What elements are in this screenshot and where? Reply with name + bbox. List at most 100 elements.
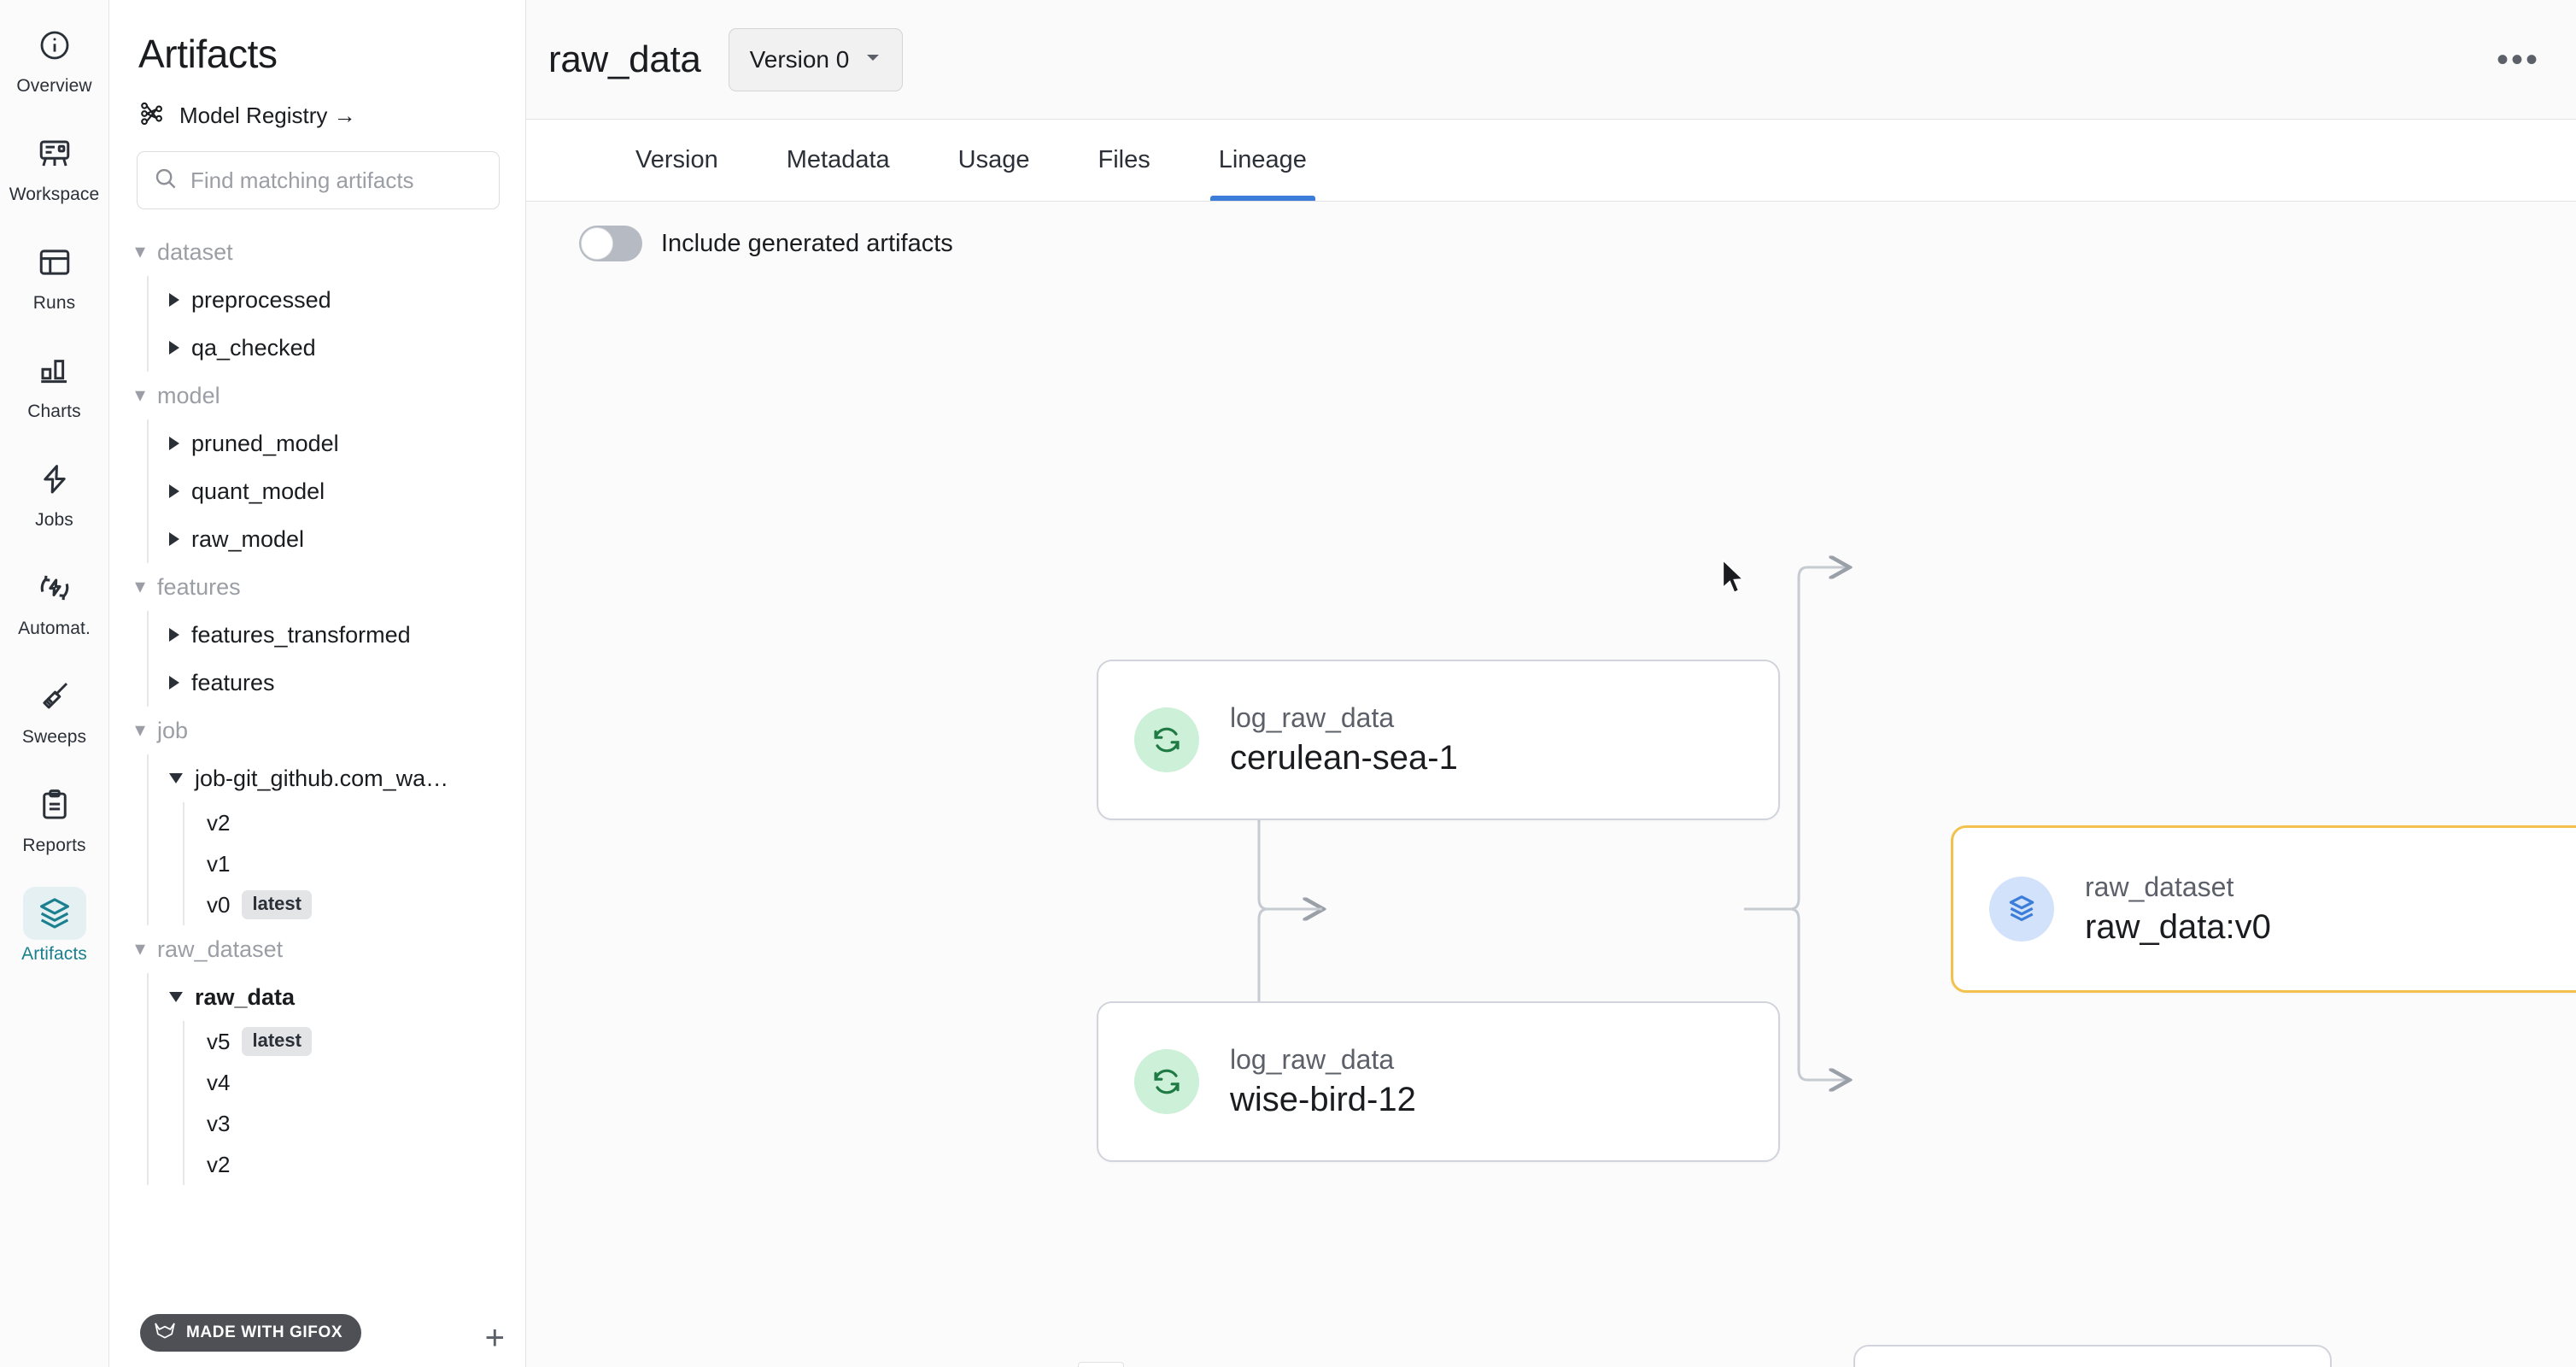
sidebar-item-jobs[interactable]: Jobs <box>7 453 102 531</box>
chevron-down-icon: ▾ <box>135 384 146 407</box>
lineage-node-wise-bird-12[interactable]: log_raw_data wise-bird-12 <box>1097 1001 1780 1162</box>
lineage-node-text: log_raw_data wise-bird-12 <box>1230 1042 1416 1121</box>
artifact-search[interactable] <box>137 151 500 209</box>
tree-group-label: raw_dataset <box>157 936 284 962</box>
sidebar-item-runs[interactable]: Runs <box>7 236 102 314</box>
layers-icon <box>22 887 86 940</box>
sidebar-item-artifacts[interactable]: Artifacts <box>7 887 102 965</box>
search-icon <box>153 166 179 196</box>
tree-artifact-label: quant_model <box>191 478 325 504</box>
artifact-title: raw_data <box>548 38 701 80</box>
sidebar-item-overview[interactable]: Overview <box>7 19 102 97</box>
sidebar-item-charts[interactable]: Charts <box>7 344 102 422</box>
tree-group-model[interactable]: ▾ model <box>135 372 525 419</box>
tree-group-features[interactable]: ▾features <box>135 563 525 611</box>
tab-lineage[interactable]: Lineage <box>1185 119 1341 201</box>
tree-version-v2[interactable]: v2 <box>207 802 525 843</box>
sidebar-item-automations[interactable]: Automat. <box>7 561 102 639</box>
caret-right-icon <box>169 341 179 355</box>
tree-artifact-features[interactable]: features <box>169 659 525 707</box>
tree-artifact-raw_data[interactable]: raw_data <box>169 973 525 1021</box>
tree-group-dataset[interactable]: ▾dataset <box>135 228 525 276</box>
sidebar-item-workspace[interactable]: Workspace <box>7 127 102 205</box>
sidebar-item-reports[interactable]: Reports <box>7 778 102 856</box>
tree-artifact-preprocessed[interactable]: preprocessed <box>169 276 525 324</box>
tree-artifact-label: job-git_github.com_wa… <box>195 765 449 791</box>
status-badge: latest <box>242 1027 312 1056</box>
table-icon <box>23 236 86 289</box>
tree-group-raw_dataset[interactable]: ▾ raw_dataset <box>135 925 525 973</box>
tree-version-label: v2 <box>207 809 231 836</box>
tree-artifact-label: features_transformed <box>191 621 411 648</box>
model-registry-icon <box>138 99 167 132</box>
tab-metadata[interactable]: Metadata <box>786 145 890 173</box>
include-generated-artifacts-toggle[interactable] <box>579 226 642 261</box>
bolt-icon <box>23 453 86 506</box>
tree-version-v1[interactable]: v1 <box>207 843 525 884</box>
lineage-node-subtitle: log_raw_data <box>1230 1044 1395 1075</box>
tree-version-label: v3 <box>207 1110 231 1136</box>
tree-artifact-qa_checked[interactable]: qa_checked <box>169 324 525 372</box>
overflow-menu-button[interactable]: ••• <box>2496 40 2540 79</box>
tree-version-v3[interactable]: v3 <box>207 1103 525 1144</box>
tab-usage[interactable]: Usage <box>957 145 1030 173</box>
tree-group-body: features_transformed features <box>147 611 525 707</box>
automation-icon <box>23 561 86 614</box>
artifact-tabs: Version Metadata Usage Files Lineage <box>526 120 2576 202</box>
tree-artifact-job-git_github.com_wa…[interactable]: job-git_github.com_wa… <box>169 754 525 802</box>
model-registry-label: Model Registry → <box>179 103 356 128</box>
caret-right-icon <box>169 532 179 546</box>
workspace-icon <box>23 127 86 180</box>
caret-right-icon <box>169 484 179 498</box>
tree-version-label: v4 <box>207 1069 231 1095</box>
tree-artifact-features_transformed[interactable]: features_transformed <box>169 611 525 659</box>
main-content: raw_data Version 0 ••• Version Metadata Us… <box>526 0 2576 1367</box>
tree-artifact-label: qa_checked <box>191 334 316 361</box>
chevron-down-icon: ▾ <box>135 937 146 960</box>
tree-artifact-quant_model[interactable]: quant_model <box>169 467 525 515</box>
page-title: Artifacts <box>138 32 278 76</box>
run-icon <box>1134 1049 1199 1114</box>
tree-version-label: v2 <box>207 1151 231 1177</box>
tree-group-job[interactable]: ▾job <box>135 707 525 754</box>
tree-group-body: preprocessed qa_checked <box>147 276 525 372</box>
sidebar-label: Workspace <box>9 185 100 204</box>
lineage-node-subtitle: raw_dataset <box>2085 871 2234 902</box>
tree-version-label: v1 <box>207 850 231 877</box>
sidebar-label: Charts <box>27 402 81 421</box>
caret-right-icon <box>169 437 179 450</box>
include-generated-toggle-row: Include generated artifacts <box>579 226 953 261</box>
model-registry-link[interactable]: Model Registry → <box>109 77 525 132</box>
zoom-controls <box>1078 1362 1124 1367</box>
tree-artifact-label: pruned_model <box>191 430 339 456</box>
tree-group-label: model <box>157 382 220 408</box>
add-artifact-button[interactable]: + <box>484 1319 505 1357</box>
tree-version-v2[interactable]: v2 <box>207 1144 525 1185</box>
tab-files[interactable]: Files <box>1098 145 1150 173</box>
tree-artifact-raw_model[interactable]: raw_model <box>169 515 525 563</box>
tree-artifact-pruned_model[interactable]: pruned_model <box>169 419 525 467</box>
tree-artifact-label: raw_model <box>191 525 305 552</box>
toggle-knob <box>581 227 613 260</box>
chevron-down-icon: ▾ <box>135 575 146 598</box>
version-select[interactable]: Version 0 <box>728 27 904 91</box>
zoom-in-button[interactable] <box>1079 1363 1123 1367</box>
lineage-canvas: Include generated artifacts log_raw_data… <box>526 202 2576 1367</box>
runs-panel-node[interactable]: Runs Search Ru <box>1853 1345 2332 1367</box>
lineage-node-title: wise-bird-12 <box>1230 1081 1416 1118</box>
tab-version[interactable]: Version <box>635 145 718 173</box>
tree-version-v4[interactable]: v4 <box>207 1062 525 1103</box>
caret-right-icon <box>169 676 179 689</box>
sidebar-label: Sweeps <box>21 727 87 747</box>
gifox-fox-icon <box>154 1321 176 1345</box>
search-input[interactable] <box>190 167 483 194</box>
sidebar-item-sweeps[interactable]: Sweeps <box>7 670 102 748</box>
lineage-node-title: cerulean-sea-1 <box>1230 739 1458 777</box>
